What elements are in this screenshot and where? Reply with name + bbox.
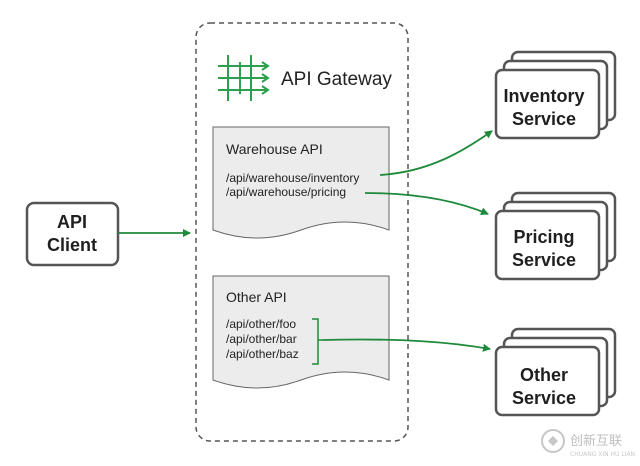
other-api-panel: Other API /api/other/foo /api/other/bar … — [212, 275, 390, 389]
other-api-title: Other API — [226, 289, 287, 305]
other-routes-bracket — [312, 318, 323, 365]
watermark-subtext: CHUANG XIN HU LIAN — [570, 451, 635, 458]
arrow-inventory-route — [379, 130, 493, 176]
route-other-foo: /api/other/foo — [226, 317, 296, 331]
arrow-other-routes — [322, 338, 491, 352]
api-gateway-container — [195, 22, 409, 442]
watermark-logo: 创新互联 CHUANG XIN HU LIAN — [541, 429, 635, 458]
pricing-service-stack: Pricing Service — [494, 191, 617, 281]
warehouse-api-title: Warehouse API — [226, 141, 323, 157]
inventory-service-stack: Inventory Service — [494, 50, 617, 140]
other-service-stack: Other Service — [494, 327, 617, 417]
route-other-baz: /api/other/baz — [226, 347, 299, 361]
api-gateway-title: API Gateway — [281, 69, 392, 90]
api-client-label-line1: API — [57, 212, 87, 232]
route-other-bar: /api/other/bar — [226, 332, 297, 346]
warehouse-api-panel: Warehouse API /api/warehouse/inventory /… — [212, 126, 390, 239]
route-warehouse-inventory: /api/warehouse/inventory — [226, 171, 359, 185]
other-service-label-line2: Service — [512, 388, 576, 408]
pricing-service-label-line2: Service — [512, 250, 576, 270]
gateway-logo-icon — [218, 55, 270, 101]
api-client-box: API Client — [25, 201, 120, 267]
inventory-service-label-line2: Service — [512, 109, 576, 129]
api-client-label-line2: Client — [47, 235, 97, 255]
pricing-service-label-line1: Pricing — [513, 227, 574, 247]
arrow-pricing-route — [364, 192, 489, 215]
watermark-text: 创新互联 — [570, 433, 622, 449]
other-service-label-line1: Other — [520, 365, 568, 385]
route-warehouse-pricing: /api/warehouse/pricing — [226, 185, 346, 199]
inventory-service-label-line1: Inventory — [503, 86, 584, 106]
